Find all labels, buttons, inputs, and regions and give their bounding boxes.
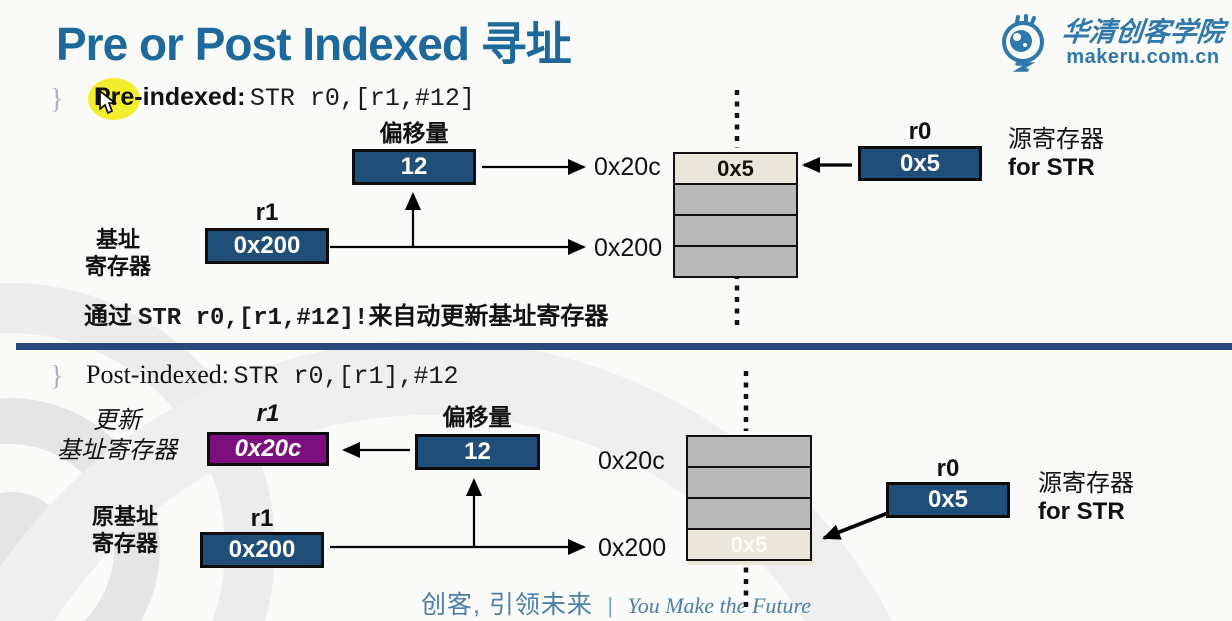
r1-name-bottom: r1 — [250, 505, 274, 532]
section-divider — [16, 343, 1232, 350]
source-register-label-bottom: 源寄存器 for STR — [1038, 471, 1134, 525]
r1-name-top: r1 — [255, 199, 279, 226]
offset-label-bottom: 偏移量 — [442, 405, 512, 430]
orig-base-register-label: 原基址 寄存器 — [91, 504, 158, 556]
updated-base-register-label: 更新 基址寄存器 — [57, 408, 177, 464]
post-indexed-label: Post-indexed: — [86, 360, 229, 389]
offset-box-top: 12 — [352, 149, 476, 185]
addr-0x200-bottom: 0x200 — [598, 534, 667, 562]
post-indexed-line: Post-indexed: STR r0,[r1],#12 — [86, 360, 459, 391]
memory-cell — [688, 437, 810, 468]
memory-cell — [675, 185, 796, 216]
r0-box-bottom: 0x5 — [886, 482, 1010, 518]
pre-indexed-line: Pre-indexed: STR r0,[r1,#12] — [94, 83, 475, 113]
offset-label-top: 偏移量 — [379, 121, 449, 146]
pre-indexed-code: STR r0,[r1,#12] — [249, 84, 475, 113]
page-title: Pre or Post Indexed 寻址 — [56, 18, 572, 70]
r0-name-bottom: r0 — [936, 455, 960, 482]
brand-url: makeru.com.cn — [1066, 45, 1220, 68]
source-register-label-top: 源寄存器 for STR — [1008, 127, 1104, 181]
footer-en: You Make the Future — [627, 593, 812, 618]
memory-cell — [688, 468, 810, 499]
r1-box-top: 0x200 — [205, 228, 329, 264]
r0-name-top: r0 — [908, 118, 932, 145]
r1-box-updated: 0x20c — [207, 432, 329, 466]
footer-slogan: 创客, 引领未来 | You Make the Future — [0, 585, 1232, 621]
memory-cell: 0x5 — [675, 154, 796, 185]
memory-cell: 0x5 — [688, 530, 810, 559]
memory-column-bottom: 0x5 — [686, 435, 812, 561]
memory-cell — [688, 499, 810, 530]
addr-0x200-top: 0x200 — [594, 234, 663, 262]
mouse-cursor-icon — [99, 90, 118, 115]
addr-0x20c-bottom: 0x20c — [598, 447, 665, 475]
r0-box-top: 0x5 — [858, 146, 982, 181]
pre-indexed-label: Pre-indexed: — [94, 83, 246, 111]
memory-cell — [675, 216, 796, 247]
footer-cn: 创客, 引领未来 — [420, 591, 593, 619]
base-register-label: 基址 寄存器 — [84, 227, 151, 279]
r1-name-updated: r1 — [256, 400, 280, 427]
footer-separator: | — [607, 593, 614, 618]
post-bullet: } — [50, 361, 64, 392]
brand-name: 华清创客学院 — [1060, 17, 1226, 48]
memory-cell — [675, 247, 796, 276]
brand-logo: 华清创客学院 makeru.com.cn — [994, 12, 1226, 74]
addr-0x20c-top: 0x20c — [594, 153, 661, 181]
post-indexed-code: STR r0,[r1],#12 — [233, 362, 459, 391]
pre-bullet: } — [50, 84, 64, 115]
auto-update-note: 通过 STR r0,[r1,#12]!来自动更新基址寄存器 — [84, 304, 609, 332]
eye-bulb-logo-icon — [1002, 14, 1044, 72]
offset-box-bottom: 12 — [415, 434, 540, 470]
r1-box-bottom: 0x200 — [200, 532, 324, 568]
highlight-ellipse — [88, 78, 140, 120]
memory-column-top: 0x5 — [673, 152, 798, 278]
